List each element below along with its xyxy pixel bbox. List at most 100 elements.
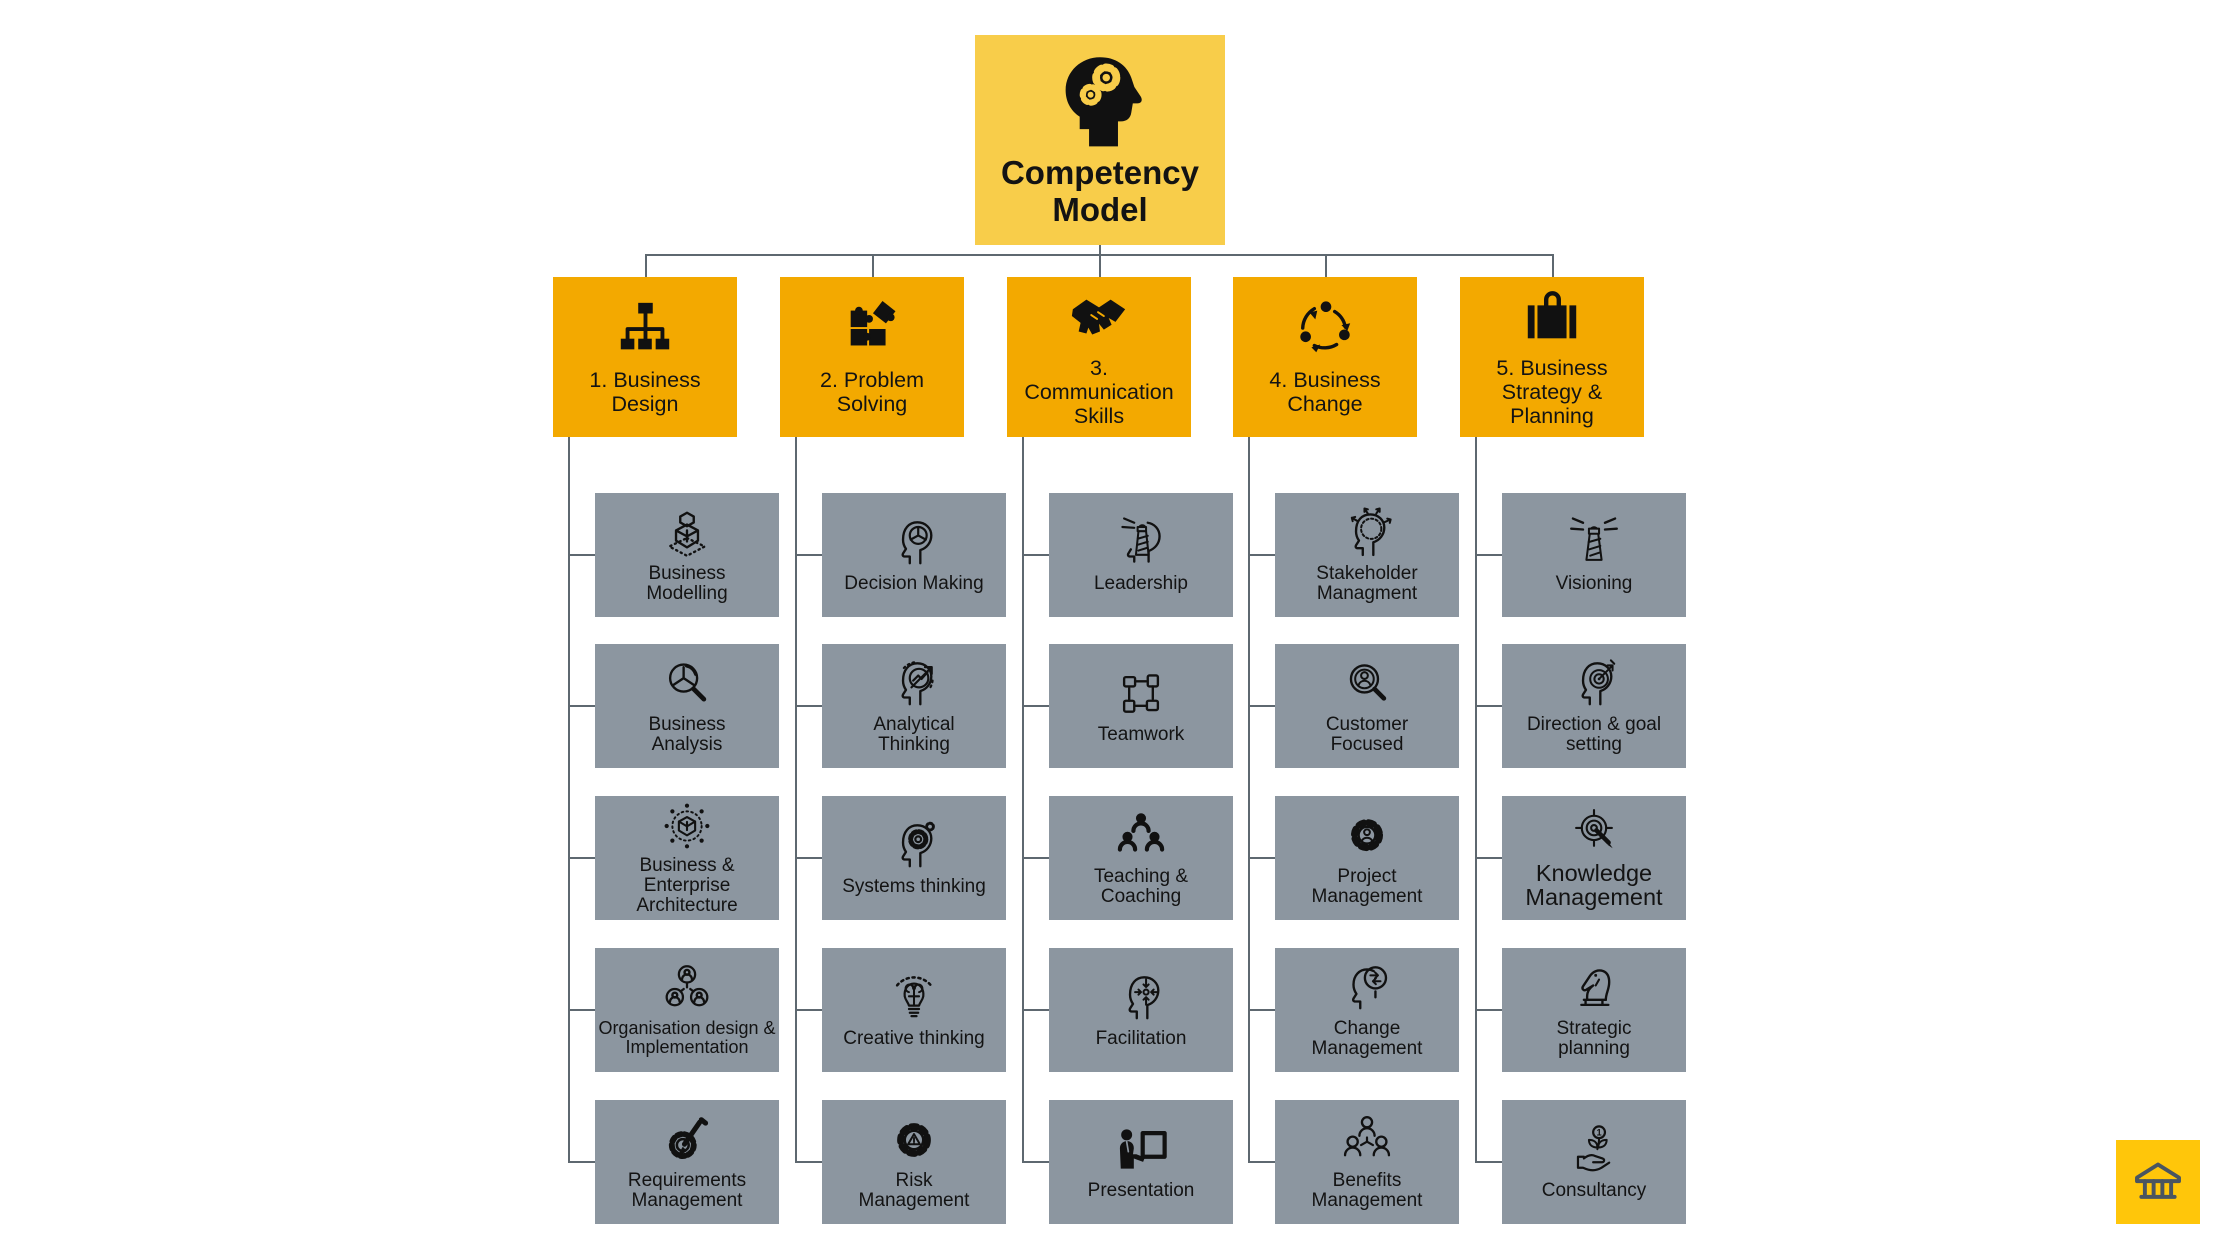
connector-line	[1022, 554, 1049, 556]
cell-label: Visioning	[1555, 572, 1633, 594]
category-label: 4. Business Change	[1269, 367, 1381, 416]
node-organisation-design-implementation: Organisation design & Implementation	[595, 948, 779, 1072]
connector-line	[795, 554, 822, 556]
node-consultancy: 1 Consultancy	[1502, 1100, 1686, 1224]
cell-label: Strategic planning	[1556, 1017, 1632, 1059]
hand-plant-coin-icon: 1	[1576, 1125, 1611, 1172]
node-analytical-thinking: Analytical Thinking	[822, 644, 1006, 768]
cube-network-icon	[664, 803, 710, 849]
cube-stack-icon	[668, 511, 706, 557]
head-gear-icon	[901, 821, 935, 868]
node-teaching-coaching: Teaching & Coaching	[1049, 796, 1233, 920]
connector-line	[1099, 254, 1101, 277]
connector-line	[1022, 1009, 1049, 1011]
connector-line	[1248, 705, 1275, 707]
node-customer-focused: Customer Focused	[1275, 644, 1459, 768]
cell-label: Stakeholder Managment	[1316, 562, 1418, 604]
head-converge-arrows-icon	[1128, 976, 1160, 1020]
connector-line	[795, 1161, 822, 1163]
connector-line	[1022, 1161, 1049, 1163]
connector-line	[1248, 554, 1275, 556]
svg-text:1: 1	[1596, 1128, 1601, 1138]
connector-line	[1248, 857, 1275, 859]
connector-line	[1248, 437, 1250, 1162]
node-stakeholder-managment: Stakeholder Managment	[1275, 493, 1459, 617]
node-visioning: Visioning	[1502, 493, 1686, 617]
cell-label: Systems thinking	[842, 875, 986, 897]
connector-line	[1022, 857, 1049, 859]
node-business-design: 1. Business Design	[553, 277, 737, 437]
bulb-brain-icon	[895, 976, 933, 1018]
node-presentation: Presentation	[1049, 1100, 1233, 1224]
bank-icon	[2135, 1162, 2181, 1199]
presenter-board-icon	[1119, 1129, 1167, 1169]
node-benefits-management: Benefits Management	[1275, 1100, 1459, 1224]
node-facilitation: Facilitation	[1049, 948, 1233, 1072]
node-business-analysis: Business Analysis	[595, 644, 779, 768]
gear-person-icon	[1350, 819, 1384, 852]
hands-square-icon	[1122, 674, 1160, 713]
connector-line	[1475, 1161, 1502, 1163]
connector-line	[795, 857, 822, 859]
node-leadership: Leadership	[1049, 493, 1233, 617]
cell-label: Customer Focused	[1325, 713, 1409, 755]
pie-magnifier-icon	[668, 663, 707, 702]
cell-label: Analytical Thinking	[873, 713, 955, 755]
connector-line	[1248, 1161, 1275, 1163]
cell-label: Decision Making	[844, 572, 984, 594]
node-creative-thinking: Creative thinking	[822, 948, 1006, 1072]
connector-line	[1099, 245, 1101, 254]
connector-line	[645, 254, 647, 277]
connector-line	[872, 254, 874, 277]
connector-line	[795, 437, 797, 1162]
node-business-change: 4. Business Change	[1233, 277, 1417, 437]
node-problem-solving: 2. Problem Solving	[780, 277, 964, 437]
category-label: 5. Business Strategy & Planning	[1496, 355, 1608, 429]
connector-line	[568, 437, 570, 1162]
node-direction-goal-setting: Direction & goal setting	[1502, 644, 1686, 768]
cell-label: Consultancy	[1541, 1179, 1647, 1201]
cell-label: Organisation design & Implementation	[598, 1017, 776, 1057]
cell-label: Teamwork	[1097, 723, 1185, 745]
node-business-enterprise-architecture: Business & Enterprise Architecture	[595, 796, 779, 920]
node-teamwork: Teamwork	[1049, 644, 1233, 768]
briefcase-icon	[1527, 290, 1577, 339]
handshake-icon	[1071, 299, 1126, 335]
head-chart-arrow-icon	[901, 660, 934, 706]
connector-line	[1475, 1009, 1502, 1011]
people-network-icon	[1343, 1115, 1391, 1157]
cell-label: Requirements Management	[627, 1169, 747, 1211]
cell-label: Business Modelling	[646, 562, 728, 604]
head-pie-icon	[901, 521, 933, 565]
cell-label: Business & Enterprise Architecture	[636, 854, 738, 917]
connector-line	[568, 554, 595, 556]
connector-line	[795, 1009, 822, 1011]
connector-line	[568, 705, 595, 707]
connector-line	[645, 254, 1552, 256]
person-magnifier-icon	[1349, 664, 1387, 701]
head-target-arrow-icon	[1581, 659, 1616, 706]
corner-badge	[2116, 1140, 2200, 1224]
gear-warning-icon	[897, 1123, 931, 1157]
connector-line	[1475, 705, 1502, 707]
category-label: 1. Business Design	[589, 367, 701, 416]
node-change-management: Change Management	[1275, 948, 1459, 1072]
connector-line	[1022, 437, 1024, 1162]
node-project-management: Project Management	[1275, 796, 1459, 920]
cell-label: Knowledge Management	[1525, 860, 1663, 910]
connector-line	[1552, 254, 1554, 277]
cell-label: Change Management	[1311, 1017, 1423, 1059]
cell-label: Creative thinking	[843, 1027, 985, 1049]
org-hierarchy-icon	[620, 302, 670, 350]
node-requirements-management: Requirements Management	[595, 1100, 779, 1224]
cell-label: Risk Management	[858, 1169, 970, 1211]
node-strategic-planning: Strategic planning	[1502, 948, 1686, 1072]
people-circles-icon	[665, 965, 709, 1007]
cycle-arrows-icon	[1300, 301, 1351, 353]
node-risk-management: Risk Management	[822, 1100, 1006, 1224]
head-dotted-circle-arrows-icon	[1350, 507, 1392, 556]
connector-line	[1022, 705, 1049, 707]
node-knowledge-management: Knowledge Management	[1502, 796, 1686, 920]
lighthouse-beams-icon	[1570, 517, 1618, 561]
